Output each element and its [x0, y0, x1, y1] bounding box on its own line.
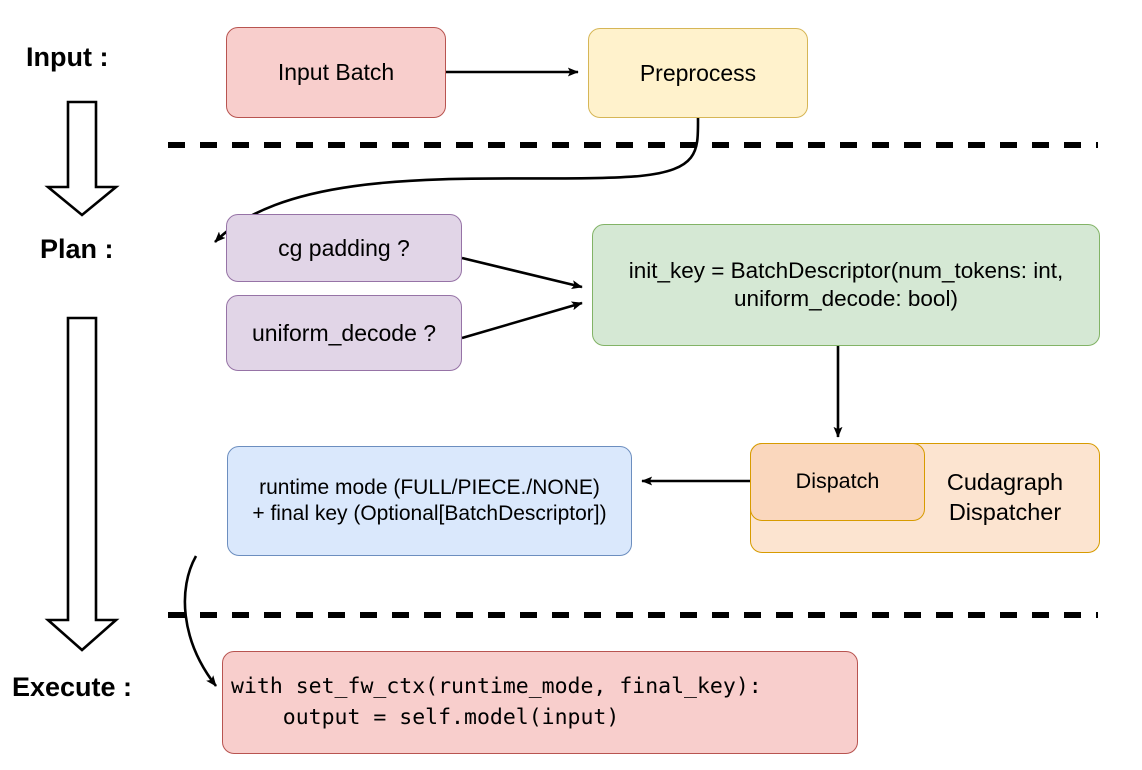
node-preprocess-label: Preprocess	[639, 59, 757, 86]
node-runtime-mode-line1: runtime mode (FULL/PIECE./NONE)	[259, 475, 600, 499]
stage-arrow-plan-execute	[44, 316, 120, 652]
node-cudagraph-dispatcher-line2: Dispatcher	[948, 499, 1062, 525]
node-uniform-decode[interactable]: uniform_decode ?	[226, 295, 462, 371]
node-preprocess[interactable]: Preprocess	[588, 28, 808, 118]
stage-arrow-input-plan	[44, 100, 120, 217]
node-runtime-mode[interactable]: runtime mode (FULL/PIECE./NONE) + final …	[227, 446, 632, 556]
node-execute-code-line2: output = self.model(input)	[231, 704, 620, 730]
node-cudagraph-dispatcher-line1: Cudagraph	[946, 469, 1064, 496]
node-cg-padding-label: cg padding ?	[278, 234, 410, 261]
node-input-batch-label: Input Batch	[277, 59, 395, 86]
edge-runtime-to-execute	[183, 555, 218, 687]
node-runtime-mode-line2: + final key (Optional[BatchDescriptor])	[252, 502, 607, 525]
edge-preprocess-to-padding	[214, 117, 700, 243]
node-execute-code[interactable]: with set_fw_ctx(runtime_mode, final_key)…	[222, 651, 858, 754]
node-execute-code-line1: with set_fw_ctx(runtime_mode, final_key)…	[231, 673, 762, 699]
node-cg-padding[interactable]: cg padding ?	[226, 214, 462, 282]
node-dispatch-label: Dispatch	[795, 469, 880, 494]
stage-label-execute: Execute :	[12, 672, 133, 702]
node-dispatch[interactable]: Dispatch	[750, 443, 925, 521]
node-init-key[interactable]: init_key = BatchDescriptor(num_tokens: i…	[592, 224, 1100, 346]
node-input-batch[interactable]: Input Batch	[226, 27, 446, 118]
stage-label-plan: Plan :	[40, 234, 114, 264]
node-init-key-line2: uniform_decode: bool)	[734, 286, 958, 311]
edge-uniform-to-initkey	[461, 301, 583, 340]
stage-label-input: Input :	[26, 42, 109, 72]
edge-padding-to-initkey	[461, 256, 583, 289]
node-uniform-decode-label: uniform_decode ?	[251, 319, 437, 346]
node-init-key-line1: init_key = BatchDescriptor(num_tokens: i…	[628, 257, 1064, 283]
